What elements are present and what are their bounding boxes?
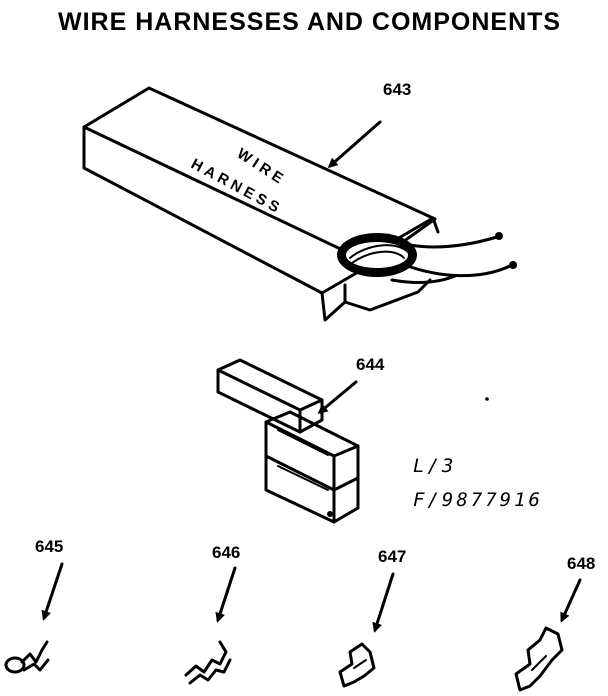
- part-number-648: 648: [567, 554, 595, 573]
- part-number-647: 647: [378, 547, 406, 566]
- callout-arrow-648: [560, 578, 582, 623]
- part-number-646: 646: [212, 543, 240, 562]
- connector-block-illustration: [216, 358, 360, 524]
- callout-arrow-646: [215, 566, 237, 623]
- wire-harness-illustration: WIRE HARNESS: [82, 86, 517, 322]
- reference-code-line1: L/3: [413, 455, 456, 477]
- terminal-646-illustration: [184, 640, 232, 685]
- part-number-643: 643: [383, 80, 411, 99]
- callout-arrow-645: [41, 562, 64, 621]
- reference-code-line2: F/9877916: [413, 489, 543, 511]
- part-number-645: 645: [35, 537, 63, 556]
- part-number-644: 644: [356, 355, 385, 374]
- callout-arrow-647: [372, 572, 395, 633]
- stray-dot: [485, 397, 489, 401]
- callout-arrow-644: [317, 380, 358, 414]
- terminal-645-illustration: [4, 640, 50, 674]
- diagram-title: WIRE HARNESSES AND COMPONENTS: [58, 8, 561, 36]
- terminal-648-illustration: [514, 626, 564, 692]
- callout-arrow-643: [327, 120, 382, 168]
- terminal-647-illustration: [338, 642, 376, 688]
